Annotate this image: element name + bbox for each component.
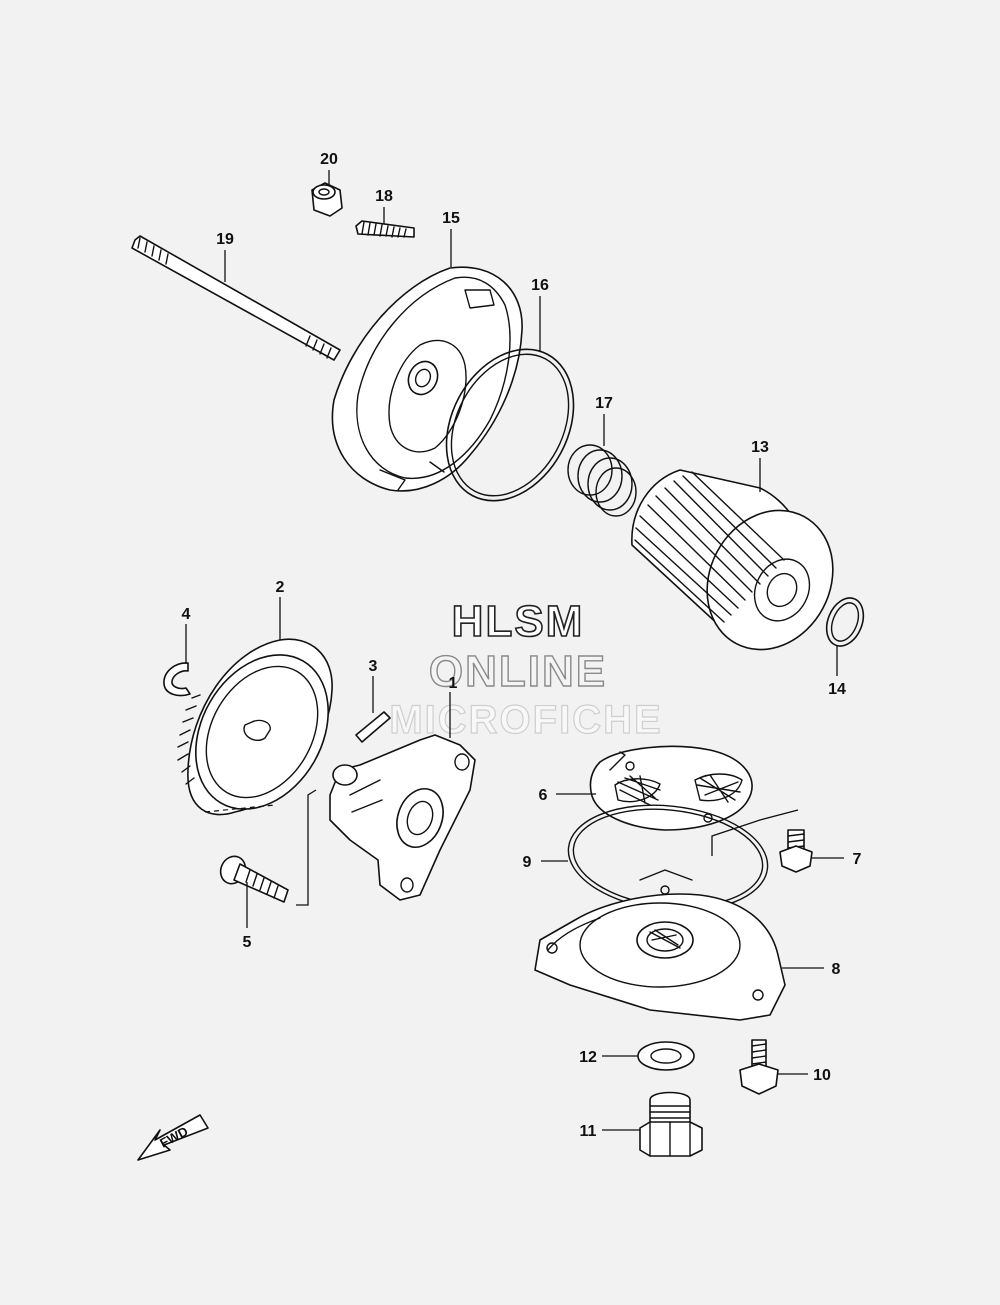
part-oil-filter[interactable] <box>631 469 857 672</box>
part-long-stud-bolt[interactable] <box>131 235 341 361</box>
watermark: HLSM ONLINE MICROFICHE <box>389 596 662 742</box>
callout-9[interactable]: 9 <box>523 854 532 871</box>
callout-19[interactable]: 19 <box>216 231 234 248</box>
part-drain-plug[interactable] <box>639 1091 703 1157</box>
callout-1[interactable]: 1 <box>449 675 458 692</box>
part-oil-strainer[interactable] <box>589 745 753 831</box>
callout-5[interactable]: 5 <box>243 934 252 951</box>
callout-11[interactable]: 11 <box>580 1123 597 1140</box>
part-stud[interactable] <box>355 220 415 238</box>
callout-7[interactable]: 7 <box>853 851 862 868</box>
part-dowel-pin[interactable] <box>355 711 391 743</box>
fwd-arrow-icon: FWD <box>137 1114 209 1161</box>
part-circlip[interactable] <box>163 662 191 697</box>
callout-2[interactable]: 2 <box>276 579 285 596</box>
callout-16[interactable]: 16 <box>531 277 549 294</box>
callout-17[interactable]: 17 <box>595 395 613 412</box>
part-strainer-bolt[interactable] <box>779 829 813 873</box>
callout-14[interactable]: 14 <box>828 681 846 698</box>
callout-15[interactable]: 15 <box>442 210 460 227</box>
watermark-line-3: MICROFICHE <box>389 698 662 742</box>
callout-12[interactable]: 12 <box>579 1049 597 1066</box>
callout-20[interactable]: 20 <box>320 151 338 168</box>
part-filter-o-ring[interactable] <box>820 592 870 651</box>
part-filter-spring[interactable] <box>567 444 637 517</box>
part-pump-mounting-bolt[interactable] <box>216 852 289 903</box>
callout-labels: 20 18 15 19 16 17 13 14 2 4 3 1 5 6 9 7 … <box>182 151 862 1140</box>
leader-lines <box>185 170 844 1131</box>
part-drain-plug-gasket[interactable] <box>637 1041 695 1071</box>
part-cap-nut[interactable] <box>311 182 343 217</box>
watermark-line-2: ONLINE <box>429 647 607 696</box>
callout-4[interactable]: 4 <box>182 606 191 623</box>
callout-6[interactable]: 6 <box>539 787 548 804</box>
part-cap-o-ring[interactable] <box>421 327 599 523</box>
callout-13[interactable]: 13 <box>751 439 769 456</box>
part-drive-gear[interactable] <box>169 631 355 833</box>
callout-3[interactable]: 3 <box>369 658 378 675</box>
fwd-label: FWD <box>157 1123 190 1150</box>
watermark-line-1: HLSM <box>452 597 585 646</box>
callout-8[interactable]: 8 <box>832 961 841 978</box>
part-cover-bolt[interactable] <box>739 1039 779 1095</box>
part-oil-filter-cap[interactable] <box>331 266 523 492</box>
part-oil-pump-body[interactable] <box>329 734 476 901</box>
callout-18[interactable]: 18 <box>375 188 393 205</box>
callout-10[interactable]: 10 <box>813 1067 831 1084</box>
part-oil-pan-cover[interactable] <box>534 869 786 1021</box>
